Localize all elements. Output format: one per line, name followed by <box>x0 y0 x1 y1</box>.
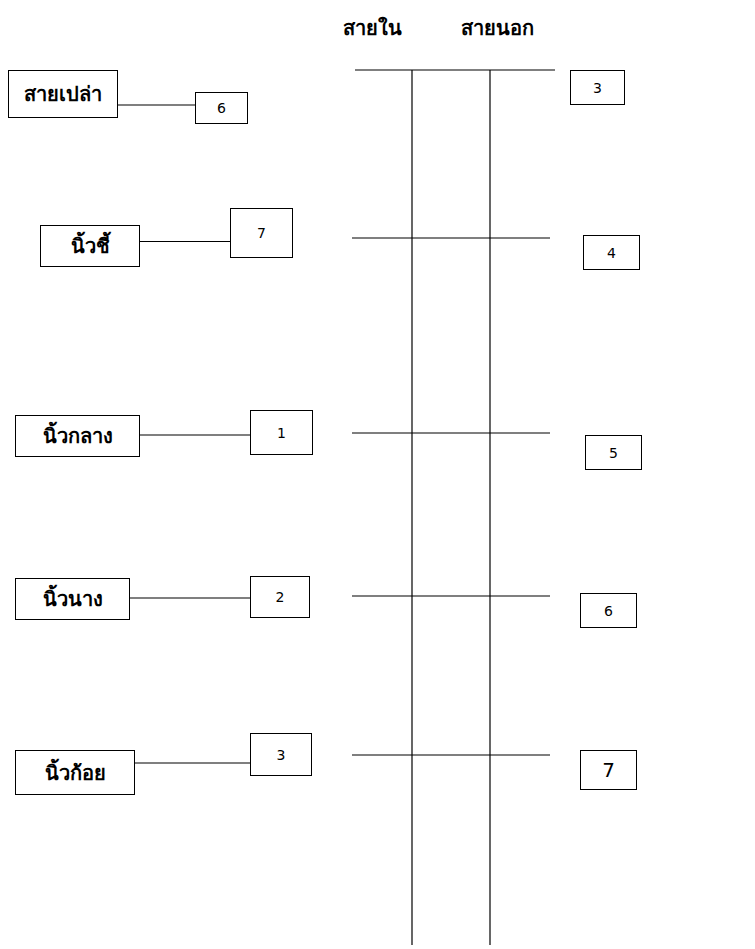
callout-number: 7 <box>602 758 615 782</box>
leader-line <box>118 104 195 105</box>
finger-name: นิ้วกลาง <box>43 420 113 452</box>
number-box: 3 <box>570 70 625 105</box>
fret-line <box>352 237 550 238</box>
fret-line <box>352 432 550 433</box>
callout-number: 4 <box>607 245 616 261</box>
finger-name: นิ้วนาง <box>43 583 103 615</box>
leader-line <box>140 241 230 242</box>
string-heading: สายใน <box>343 12 402 44</box>
callout-number: 1 <box>277 425 286 441</box>
number-box: 7 <box>580 750 637 790</box>
outer-string <box>489 70 490 945</box>
callout-number: 6 <box>217 100 226 116</box>
finger-box: นิ้วนาง <box>15 578 130 620</box>
number-box: 6 <box>195 92 248 124</box>
callout-number: 3 <box>593 80 602 96</box>
leader-line <box>135 762 250 763</box>
inner-string <box>411 70 412 945</box>
number-box: 2 <box>250 576 310 618</box>
number-box: 6 <box>580 593 637 628</box>
string-heading: สายนอก <box>461 12 534 44</box>
finger-name: สายเปล่า <box>24 78 102 110</box>
callout-number: 5 <box>609 445 618 461</box>
number-box: 3 <box>250 733 312 776</box>
finger-box: นิ้วกลาง <box>15 415 140 457</box>
finger-box: นิ้วก้อย <box>15 750 135 795</box>
fret-line <box>355 69 555 70</box>
fret-line <box>352 754 550 755</box>
number-box: 7 <box>230 208 293 258</box>
number-box: 5 <box>585 435 642 470</box>
callout-number: 6 <box>604 603 613 619</box>
leader-line <box>140 434 250 435</box>
number-box: 4 <box>583 235 640 270</box>
callout-number: 3 <box>277 747 286 763</box>
finger-name: นิ้วชี้ <box>71 230 110 262</box>
callout-number: 2 <box>276 589 285 605</box>
finger-box: นิ้วชี้ <box>40 225 140 267</box>
fret-line <box>352 595 550 596</box>
finger-box: สายเปล่า <box>8 70 118 118</box>
finger-name: นิ้วก้อย <box>45 757 106 789</box>
leader-line <box>130 597 250 598</box>
number-box: 1 <box>250 410 313 455</box>
callout-number: 7 <box>257 225 266 241</box>
